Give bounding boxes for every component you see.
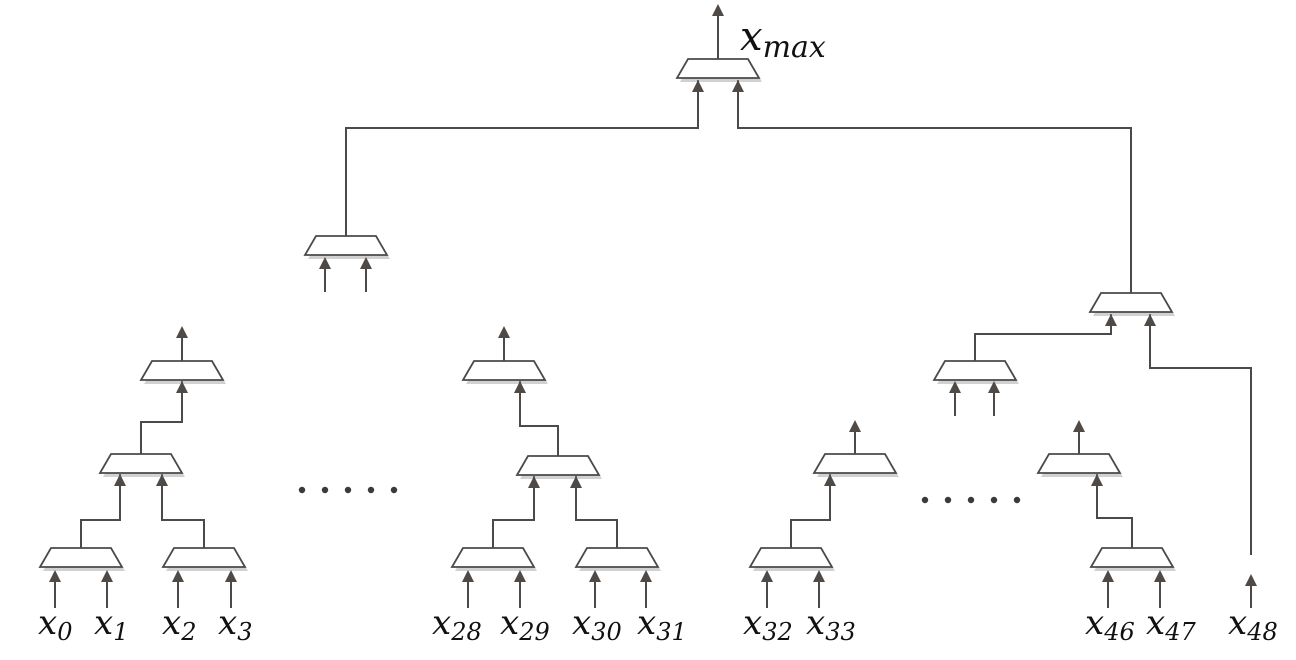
arrowhead bbox=[732, 80, 744, 92]
arrowhead bbox=[514, 570, 526, 582]
arrowhead bbox=[761, 570, 773, 582]
arrowhead bbox=[1102, 570, 1114, 582]
wire bbox=[492, 476, 535, 548]
wires bbox=[54, 14, 1252, 608]
arrowhead bbox=[1091, 474, 1103, 486]
arrowhead bbox=[172, 570, 184, 582]
arrowhead bbox=[1105, 314, 1117, 326]
arrowhead bbox=[225, 570, 237, 582]
arrowhead bbox=[114, 474, 126, 486]
output-label-base: x bbox=[740, 14, 763, 60]
ellipsis-dot bbox=[1013, 496, 1021, 504]
ellipsis-dot bbox=[344, 486, 352, 494]
input-label: x48 bbox=[1228, 603, 1278, 646]
input-label: x28 bbox=[432, 603, 482, 646]
arrowhead bbox=[570, 476, 582, 488]
input-label: x3 bbox=[218, 603, 252, 646]
comparator bbox=[1036, 453, 1122, 474]
comparator bbox=[515, 455, 601, 476]
arrowhead bbox=[1154, 570, 1166, 582]
ellipsis-dots bbox=[298, 486, 1021, 504]
arrows bbox=[49, 4, 1257, 586]
comparator bbox=[748, 547, 834, 568]
wire bbox=[519, 381, 559, 456]
arrowhead bbox=[692, 80, 704, 92]
comparator bbox=[675, 58, 761, 79]
arrowhead bbox=[176, 381, 188, 393]
arrowhead bbox=[498, 326, 510, 338]
comparator bbox=[450, 547, 536, 568]
arrowhead bbox=[176, 326, 188, 338]
output-label: xmax bbox=[740, 14, 826, 65]
ellipsis-dot bbox=[921, 496, 929, 504]
arrowhead bbox=[528, 476, 540, 488]
arrowhead bbox=[712, 4, 724, 16]
arrowhead bbox=[949, 381, 961, 393]
arrowhead bbox=[49, 570, 61, 582]
input-label: x32 bbox=[743, 603, 793, 646]
ellipsis-dot bbox=[321, 486, 329, 494]
arrowhead bbox=[824, 474, 836, 486]
arrowhead bbox=[1144, 314, 1156, 326]
arrowhead bbox=[813, 570, 825, 582]
arrowhead bbox=[514, 381, 526, 393]
comparator bbox=[139, 360, 225, 381]
wire bbox=[737, 80, 1132, 293]
input-label: x2 bbox=[162, 603, 196, 646]
arrowhead bbox=[1073, 420, 1085, 432]
ellipsis-dot bbox=[298, 486, 306, 494]
input-label: x33 bbox=[806, 603, 856, 646]
comparator bbox=[1088, 292, 1174, 313]
arrowhead bbox=[462, 570, 474, 582]
wire bbox=[1096, 474, 1133, 548]
comparator bbox=[98, 453, 184, 474]
input-label: x0 bbox=[38, 603, 72, 646]
arrowhead bbox=[589, 570, 601, 582]
comparator bbox=[932, 360, 1018, 381]
comparator bbox=[161, 547, 247, 568]
wire bbox=[575, 476, 618, 548]
arrowhead bbox=[640, 570, 652, 582]
wire bbox=[140, 381, 183, 454]
comparator bbox=[1089, 547, 1175, 568]
arrowhead bbox=[988, 381, 1000, 393]
wire bbox=[1149, 314, 1252, 555]
input-label: x47 bbox=[1146, 603, 1196, 646]
comparator bbox=[574, 547, 660, 568]
ellipsis-dot bbox=[367, 486, 375, 494]
input-label: x30 bbox=[572, 603, 622, 646]
arrowhead bbox=[101, 570, 113, 582]
wire bbox=[974, 314, 1112, 361]
wire bbox=[161, 474, 205, 548]
arrowhead bbox=[849, 420, 861, 432]
comparator bbox=[38, 547, 124, 568]
arrowhead bbox=[360, 257, 372, 269]
ellipsis-dot bbox=[967, 496, 975, 504]
arrowhead bbox=[156, 474, 168, 486]
comparator bbox=[303, 235, 389, 256]
input-label: x1 bbox=[94, 603, 128, 646]
comparator bbox=[812, 453, 898, 474]
input-label: x46 bbox=[1085, 603, 1135, 646]
wire bbox=[80, 474, 121, 548]
arrowhead bbox=[1245, 574, 1257, 586]
input-label: x31 bbox=[637, 603, 687, 646]
output-label-sub: max bbox=[763, 30, 826, 65]
ellipsis-dot bbox=[390, 486, 398, 494]
input-label: x29 bbox=[500, 603, 550, 646]
comparator bbox=[461, 360, 547, 381]
comparators bbox=[38, 58, 1176, 571]
ellipsis-dot bbox=[944, 496, 952, 504]
ellipsis-dot bbox=[990, 496, 998, 504]
wire bbox=[790, 474, 831, 548]
wire bbox=[345, 80, 699, 236]
arrowhead bbox=[319, 257, 331, 269]
